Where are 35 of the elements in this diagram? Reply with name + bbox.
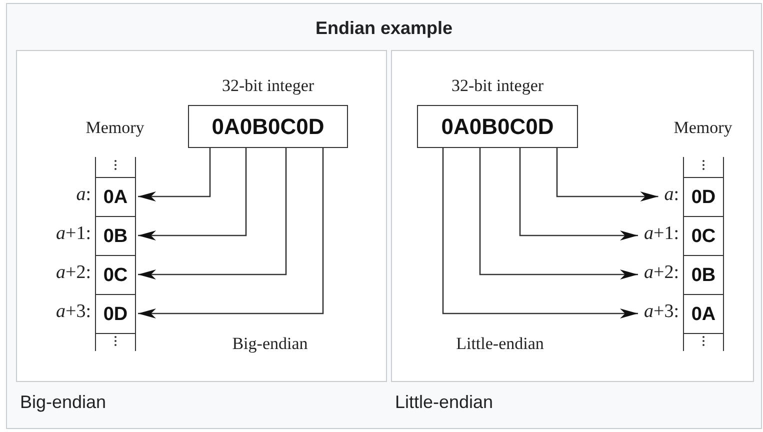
- diagram-label: Little-endian: [455, 334, 545, 354]
- value-box: 0A0B0C0D: [188, 105, 348, 148]
- figure-caption: Big-endian: [20, 392, 106, 413]
- memory-cell: 0C: [96, 255, 135, 295]
- arrow: [556, 148, 658, 202]
- arrow: [138, 148, 324, 318]
- memory-cell: 0D: [684, 177, 723, 217]
- address-label: a+2:: [55, 262, 91, 284]
- address-label: a:: [663, 184, 679, 206]
- arrow: [138, 148, 211, 202]
- address-label: a+1:: [643, 223, 679, 245]
- arrow: [442, 148, 638, 318]
- value-box: 0A0B0C0D: [417, 105, 578, 148]
- arrow: [479, 148, 638, 280]
- memory-cell: 0C: [684, 216, 723, 256]
- diagram-label: Big-endian: [231, 334, 309, 354]
- diagram-title: Endian example: [314, 18, 454, 39]
- memory-cell: 0B: [684, 255, 723, 295]
- arrow: [138, 148, 287, 280]
- address-label: a+3:: [55, 301, 91, 323]
- address-label: a:: [75, 184, 91, 206]
- address-label: a+1:: [55, 223, 91, 245]
- figure-caption: Little-endian: [395, 392, 494, 413]
- memory-cell: 0A: [684, 294, 723, 334]
- arrow: [138, 148, 247, 240]
- address-label: a+2:: [643, 262, 679, 284]
- memory-cell: 0A: [96, 177, 135, 217]
- arrow: [519, 148, 638, 240]
- box-heading: 32-bit integer: [450, 76, 545, 96]
- box-heading: 32-bit integer: [220, 76, 316, 96]
- address-label: a+3:: [643, 301, 679, 323]
- column-heading: Memory: [672, 118, 734, 138]
- memory-cell: 0B: [96, 216, 135, 256]
- memory-cell: 0D: [96, 294, 135, 334]
- column-heading: Memory: [84, 118, 146, 138]
